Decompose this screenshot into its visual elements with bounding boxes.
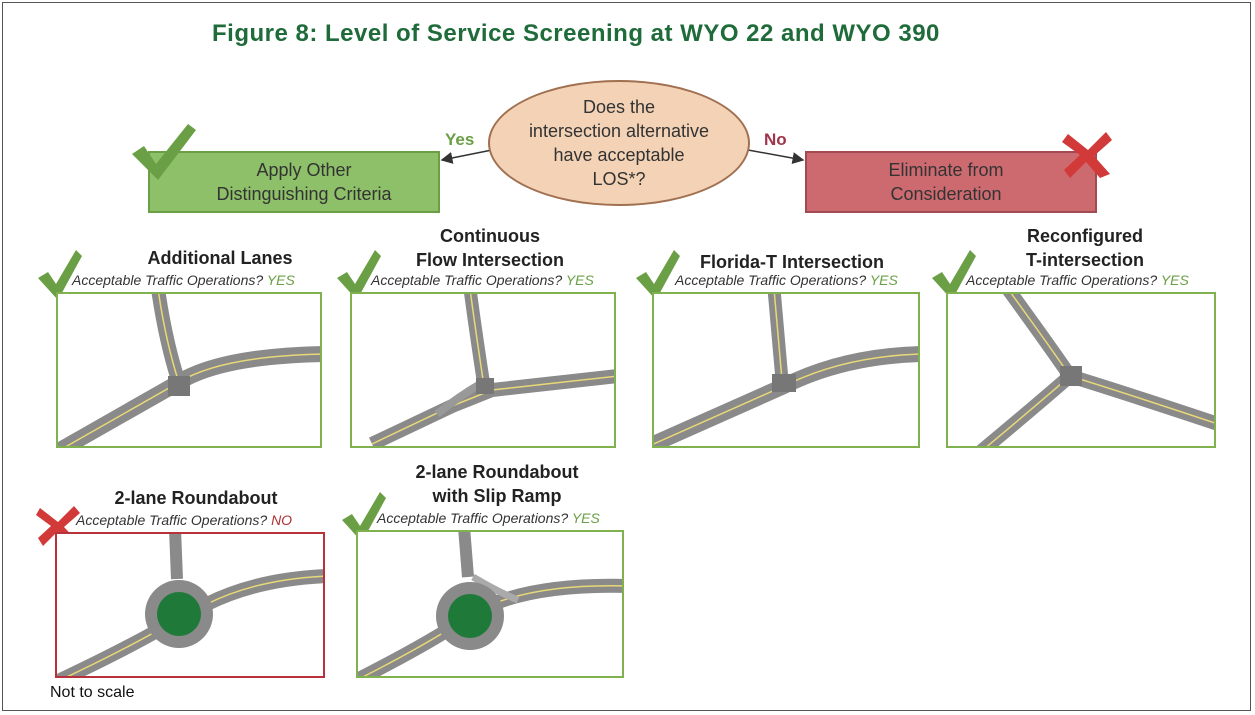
alt-roundabout-slip-ops: Acceptable Traffic Operations? YES bbox=[377, 510, 600, 526]
decision-question-text: Does the intersection alternative have a… bbox=[528, 97, 710, 189]
alt-roundabout-ops: Acceptable Traffic Operations? NO bbox=[76, 512, 292, 528]
roundabout-island bbox=[448, 594, 492, 638]
alt-additional-lanes-title: Additional Lanes bbox=[147, 248, 293, 268]
roundabout-island bbox=[157, 592, 201, 636]
alt-florida-t-ops: Acceptable Traffic Operations? YES bbox=[675, 272, 898, 288]
no-branch-label: No bbox=[764, 130, 787, 149]
alt-additional-lanes-ops: Acceptable Traffic Operations? YES bbox=[72, 272, 295, 288]
checkmark-icon bbox=[132, 124, 196, 180]
alt-reconfigured-t-title: Reconfigured T-intersection bbox=[1025, 226, 1145, 270]
ops-question: Acceptable Traffic Operations? bbox=[76, 512, 268, 528]
alt-cfi-ops: Acceptable Traffic Operations? YES bbox=[371, 272, 594, 288]
alt-cfi-diagram bbox=[350, 292, 616, 448]
ops-question: Acceptable Traffic Operations? bbox=[371, 272, 563, 288]
apply-criteria-box: Apply Other Distinguishing Criteria bbox=[148, 151, 440, 213]
ops-answer: NO bbox=[271, 512, 293, 528]
checkmark-icon bbox=[337, 250, 381, 300]
ops-question: Acceptable Traffic Operations? bbox=[966, 272, 1158, 288]
alt-cfi-title: Continuous Flow Intersection bbox=[415, 226, 565, 270]
alt-roundabout-slip-diagram bbox=[356, 530, 624, 678]
ops-question: Acceptable Traffic Operations? bbox=[377, 510, 569, 526]
ops-answer: YES bbox=[1160, 272, 1189, 288]
ops-question: Acceptable Traffic Operations? bbox=[675, 272, 867, 288]
checkmark-icon bbox=[932, 250, 976, 300]
alt-additional-lanes-diagram bbox=[56, 292, 322, 448]
checkmark-icon bbox=[342, 492, 386, 542]
eliminate-box: Eliminate from Consideration bbox=[805, 151, 1097, 213]
yes-branch-label: Yes bbox=[445, 130, 475, 149]
x-mark-icon bbox=[1062, 132, 1112, 178]
decision-question: Does the intersection alternative have a… bbox=[488, 80, 750, 206]
alt-reconfigured-t-diagram bbox=[946, 292, 1216, 448]
alt-florida-t-title: Florida-T Intersection bbox=[699, 252, 885, 272]
alt-roundabout-title: 2-lane Roundabout bbox=[114, 488, 278, 508]
alt-roundabout-diagram bbox=[55, 532, 325, 678]
ops-answer: YES bbox=[869, 272, 898, 288]
ops-answer: YES bbox=[266, 272, 295, 288]
alt-roundabout-slip-title: 2-lane Roundabout with Slip Ramp bbox=[415, 462, 579, 506]
alt-florida-t-diagram bbox=[652, 292, 920, 448]
scale-footnote: Not to scale bbox=[50, 684, 135, 701]
ops-answer: YES bbox=[565, 272, 594, 288]
checkmark-icon bbox=[38, 250, 82, 300]
ops-answer: YES bbox=[571, 510, 600, 526]
checkmark-icon bbox=[636, 250, 680, 300]
ops-question: Acceptable Traffic Operations? bbox=[72, 272, 264, 288]
alt-reconfigured-t-ops: Acceptable Traffic Operations? YES bbox=[966, 272, 1189, 288]
yes-arrow bbox=[440, 149, 493, 164]
figure-title: Figure 8: Level of Service Screening at … bbox=[212, 20, 940, 47]
no-arrow bbox=[747, 149, 805, 165]
